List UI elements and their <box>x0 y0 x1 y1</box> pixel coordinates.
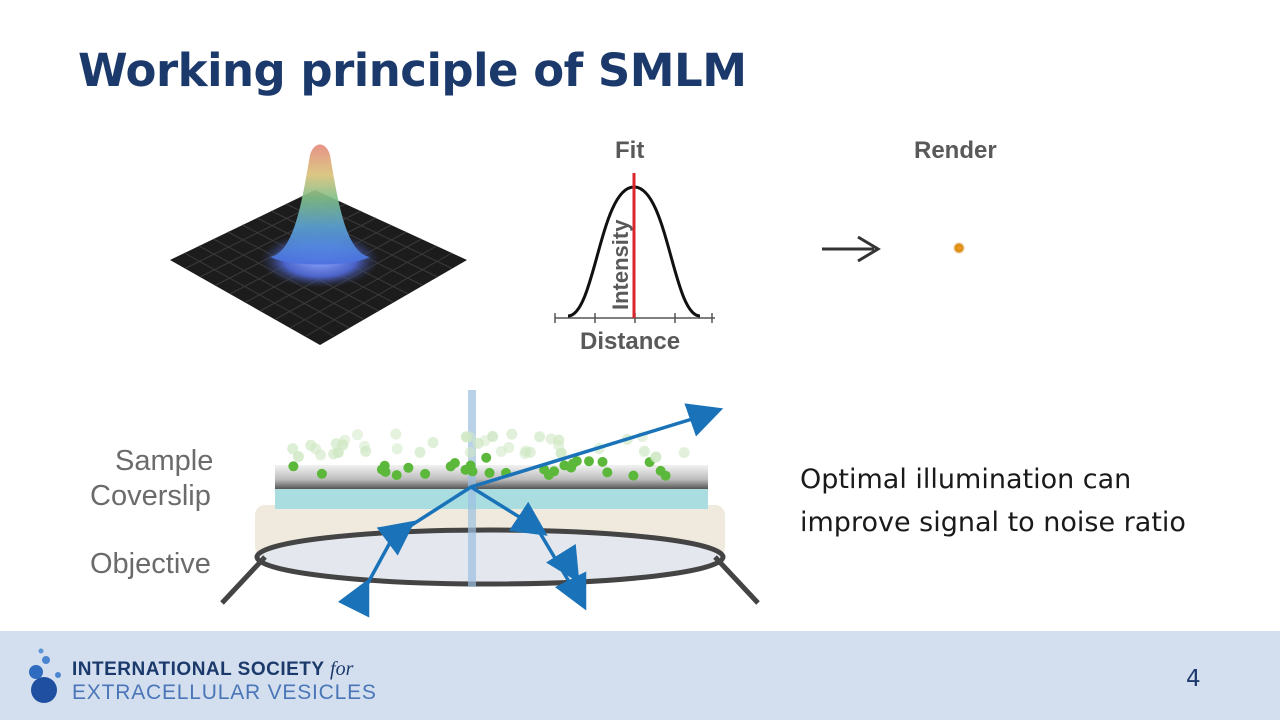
fluorophore-dot <box>310 443 322 455</box>
coverslip-label: Coverslip <box>90 480 211 512</box>
psf-grid-line <box>289 245 437 329</box>
fluorophore-dot <box>420 468 431 479</box>
slide-title: Working principle of SMLM <box>78 44 747 97</box>
fluorophore-dot <box>391 443 403 455</box>
fluorophore-dot <box>638 445 650 457</box>
fluorophore-dot <box>465 460 476 471</box>
fit-y-axis-label: Intensity <box>608 219 633 310</box>
note-line-1: Optimal illumination can <box>800 464 1132 495</box>
org-name-main: INTERNATIONAL SOCIETY <box>72 659 325 680</box>
footer-bar <box>0 631 1280 720</box>
fluorophore-dot <box>495 446 507 457</box>
fit-gaussian-plot: Intensity <box>554 173 715 323</box>
fluorophore-dot <box>628 470 639 481</box>
org-name-line-1: INTERNATIONAL SOCIETY for <box>72 658 353 681</box>
fluorophore-dot <box>584 456 594 467</box>
fluorophore-dot <box>359 440 370 452</box>
psf-3d-plot <box>170 144 467 345</box>
fluorophore-dot <box>484 467 495 478</box>
fluorophore-dot <box>534 431 546 443</box>
sample-label: Sample <box>115 445 214 477</box>
fluorophore-dot <box>288 461 299 472</box>
fluorophore-dot <box>460 431 472 443</box>
fluorophore-dot <box>506 428 518 440</box>
fluorophore-dot <box>481 452 492 463</box>
fluorophore-dot <box>566 462 577 473</box>
fluorophore-dot <box>549 466 560 477</box>
fluorophore-dot <box>328 448 340 460</box>
render-title: Render <box>914 137 997 164</box>
rendered-spot <box>953 242 965 254</box>
fluorophore-dot <box>287 443 299 455</box>
org-name-for: for <box>330 658 354 680</box>
fluorophore-dot <box>602 467 613 478</box>
fit-title: Fit <box>615 137 645 164</box>
note-line-2: improve signal to noise ratio <box>800 507 1186 538</box>
fluorophore-dot <box>376 464 387 475</box>
org-name-line-2: EXTRACELLULAR VESICLES <box>72 681 377 704</box>
fluorophore-dot <box>316 468 327 479</box>
fluorophore-dot <box>545 433 557 445</box>
page-number: 4 <box>1186 666 1201 692</box>
illumination-note: Optimal illumination can improve signal … <box>800 458 1240 544</box>
fluorophore-dot <box>555 447 567 459</box>
psf-grid-line <box>304 252 453 337</box>
fit-x-axis-label: Distance <box>580 328 681 355</box>
fluorophore-dot <box>292 451 304 463</box>
fluorophore-dot <box>571 456 582 467</box>
fluorophore-dot <box>650 451 662 463</box>
tirf-illumination-diagram <box>220 390 760 618</box>
fluorophore-dot <box>403 462 414 473</box>
objective-lens <box>254 527 726 587</box>
fluorophore-dot <box>339 434 351 446</box>
objective-label: Objective <box>90 548 211 580</box>
arrow-icon <box>822 235 881 263</box>
fluorophore-dot <box>391 470 402 481</box>
fluorophore-dot <box>427 437 439 448</box>
fluorophore-dot <box>472 437 484 449</box>
isev-logo-icon <box>29 648 61 703</box>
fluorophore-dot <box>414 446 426 458</box>
fluorophore-dot <box>678 447 690 459</box>
fluorophore-dot <box>352 429 363 441</box>
fluorophore-dot <box>597 456 608 467</box>
fluorophore-dot <box>390 428 402 440</box>
fluorophore-dot <box>449 458 460 468</box>
psf-peak <box>270 144 370 265</box>
incident-beam <box>355 410 716 604</box>
fluorophore-dot <box>655 465 666 476</box>
fluorophore-dot <box>464 446 476 458</box>
fluorophore-dot <box>524 446 536 458</box>
